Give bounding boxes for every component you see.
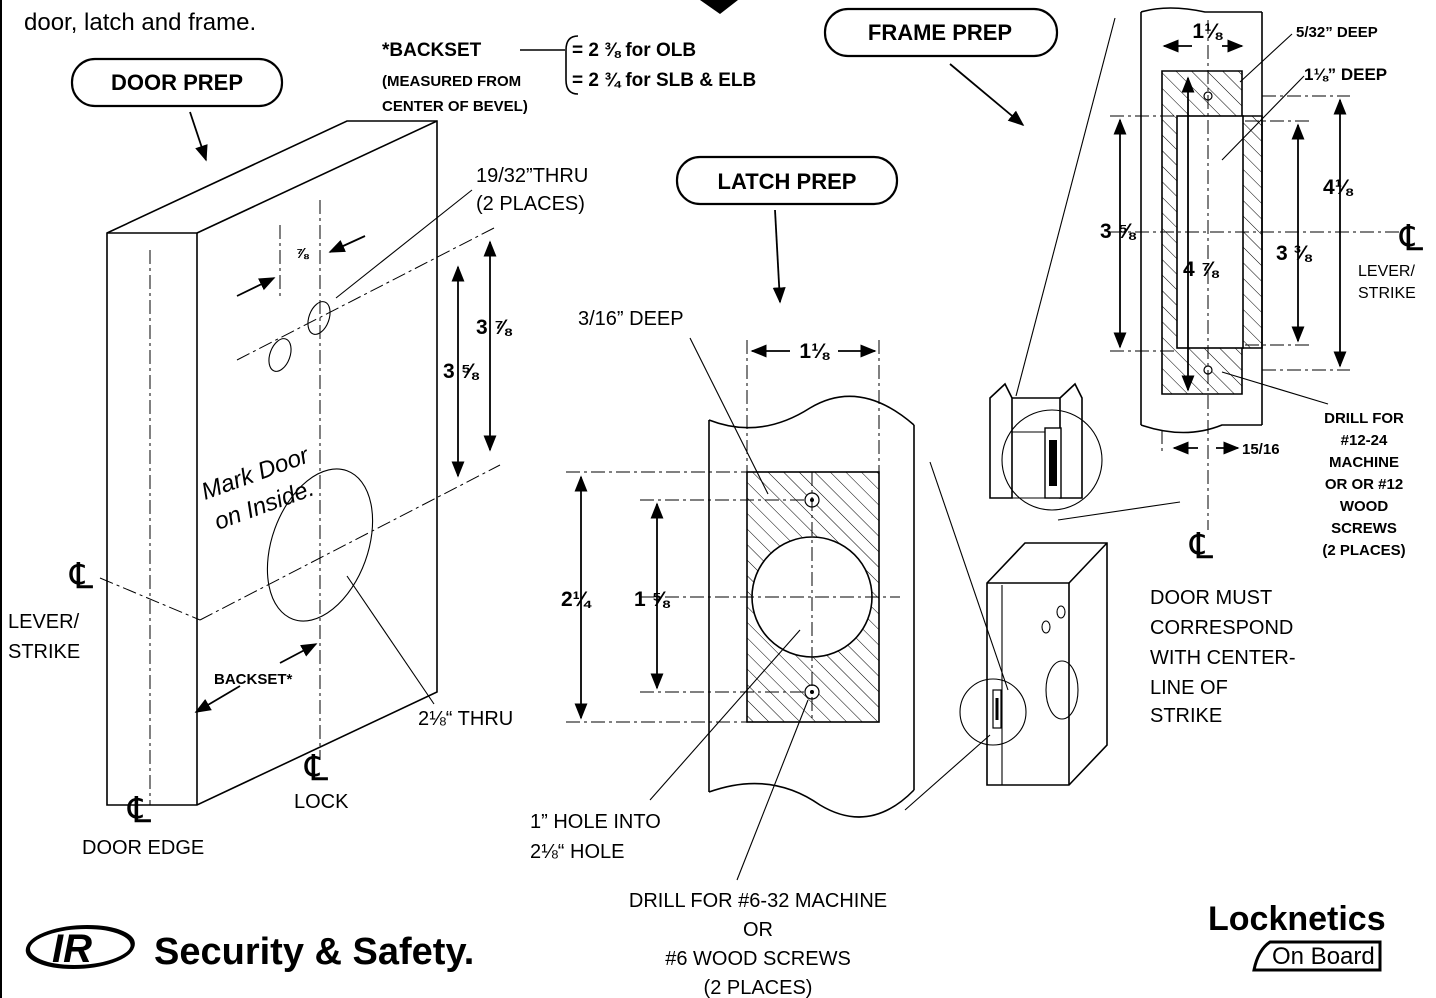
locknetics-onboard: On Board [1272,943,1375,970]
door-thru-small-2: (2 PLACES) [476,193,585,215]
door-edge-label: DOOR EDGE [82,837,204,859]
door-lever-strike-2: STRIKE [8,641,80,663]
lever-strike-centerline [99,577,201,621]
small-hole-2 [307,301,331,335]
frame-deep-small: 5/32” DEEP [1296,24,1378,41]
door-sketch [986,542,1108,786]
door-dim-3-7-8: 3 ⅞ [476,316,513,339]
frame-prep-title-box [823,7,1059,58]
latch-drill-2: OR [743,919,773,941]
door-cl-lever-symbol: ℄ [69,555,93,596]
frame-must-3: WITH CENTER- [1150,647,1296,669]
frame-drill-3: MACHINE [1329,454,1399,471]
door-block [106,120,438,806]
backset-measured-1: (MEASURED FROM [382,73,521,90]
ir-logo: IR Security & Safety. [25,925,474,973]
door-prep-title: DOOR PREP [111,70,243,95]
intro-text: door, latch and frame. [24,9,256,36]
backset-measured-2: CENTER OF BEVEL) [382,98,528,115]
frame-prep-section: FRAME PREP 1⅛ 5/32” DEEP 1⅛” DEEP 4⅛ [823,7,1423,727]
frame-dim-width: 1⅛ [1192,20,1223,43]
backset-brace [565,35,579,95]
backset-olb: = 2 ⅜ for OLB [572,40,696,61]
ir-mark: IR [52,927,92,971]
latch-dim-height: 2¼ [561,588,592,611]
strike-sketch-frame [989,382,1013,499]
backset-note: *BACKSET = 2 ⅜ for OLB = 2 ¾ for SLB & E… [382,35,756,115]
latch-deep-label: 3/16” DEEP [578,308,684,330]
ir-text: Security & Safety. [154,931,474,973]
locknetics-name: Locknetics [1208,900,1386,938]
backset-slb: = 2 ¾ for SLB & ELB [572,70,756,91]
frame-dim-3-3-8: 3 ⅜ [1276,242,1313,265]
frame-must-2: CORRESPOND [1150,617,1293,639]
latch-prep-title: LATCH PREP [718,169,857,194]
door-cl-edge-symbol: ℄ [127,789,151,830]
frame-cl-bottom-symbol: ℄ [1189,525,1213,566]
frame-lever-strike-1: LEVER/ [1358,263,1415,280]
door-lever-strike-1: LEVER/ [8,611,80,633]
door-prep-arrow [189,111,208,162]
latch-hole-note-1: 1” HOLE INTO [530,811,661,833]
top-arrow-tip [700,0,738,14]
door-lock-label: LOCK [294,791,349,813]
backset-label: *BACKSET [382,40,482,61]
frame-must-4: LINE OF [1150,677,1228,699]
door-cl-lock-symbol: ℄ [304,747,328,788]
frame-dim-15-16: 15/16 [1242,441,1280,458]
latch-prep-arrow [772,209,786,304]
latch-drill-3: #6 WOOD SCREWS [665,948,851,970]
frame-prep-arrow [949,63,1025,127]
door-dim-7-8: ⅞ [296,245,310,262]
frame-dim-4-1-8: 4⅛ [1323,176,1354,199]
latch-prep-title-box [675,155,899,206]
frame-cl-symbol: ℄ [1399,217,1423,258]
frame-drill-2: #12-24 [1341,432,1388,449]
frame-deep-large: 1⅛” DEEP [1304,65,1387,84]
door-prep-title-box [70,57,284,108]
door-thru-large: 2⅛“ THRU [418,708,513,730]
frame-must-5: STRIKE [1150,705,1222,727]
frame-drill-4: OR OR #12 [1325,476,1403,493]
door-sketch-magnifier [959,678,1027,746]
door-dim-3-5-8: 3 ⅝ [443,360,480,383]
latch-dim-width: 1⅛ [799,340,830,363]
frame-dim-4-7-8: 4 ⅞ [1183,258,1220,281]
frame-drill-1: DRILL FOR [1324,410,1404,427]
frame-drill-6: SCREWS [1331,520,1397,537]
latch-dim-screws: 1 ⅝ [634,588,671,611]
lock-bore-hole [266,468,374,622]
locknetics-logo: Locknetics On Board [1208,900,1386,972]
frame-must-1: DOOR MUST [1150,587,1272,609]
door-backset-label: BACKSET* [214,671,293,688]
door-thru-small-1: 19/32”THRU [476,165,588,187]
frame-dim-3-5-8: 3 ⅝ [1100,220,1137,243]
frame-drill-7: (2 PLACES) [1322,542,1405,559]
frame-lever-strike-2: STRIKE [1358,285,1416,302]
frame-drill-5: WOOD [1340,498,1388,515]
door-prep-section: DOOR PREP ⅞ 19/32”THRU (2 PLACES) 3 ⅞ 3 … [8,57,588,859]
latch-hole-note-2: 2⅛“ HOLE [530,841,624,863]
strike-sketch-magnifier [1001,409,1103,511]
latch-drill-1: DRILL FOR #6-32 MACHINE [629,890,887,912]
frame-prep-title: FRAME PREP [868,20,1012,45]
latch-prep-section: LATCH PREP 1⅛ 3/16” DEEP 2¼ [530,155,1108,998]
small-hole-1 [268,338,292,372]
latch-drill-4: (2 PLACES) [704,977,813,998]
